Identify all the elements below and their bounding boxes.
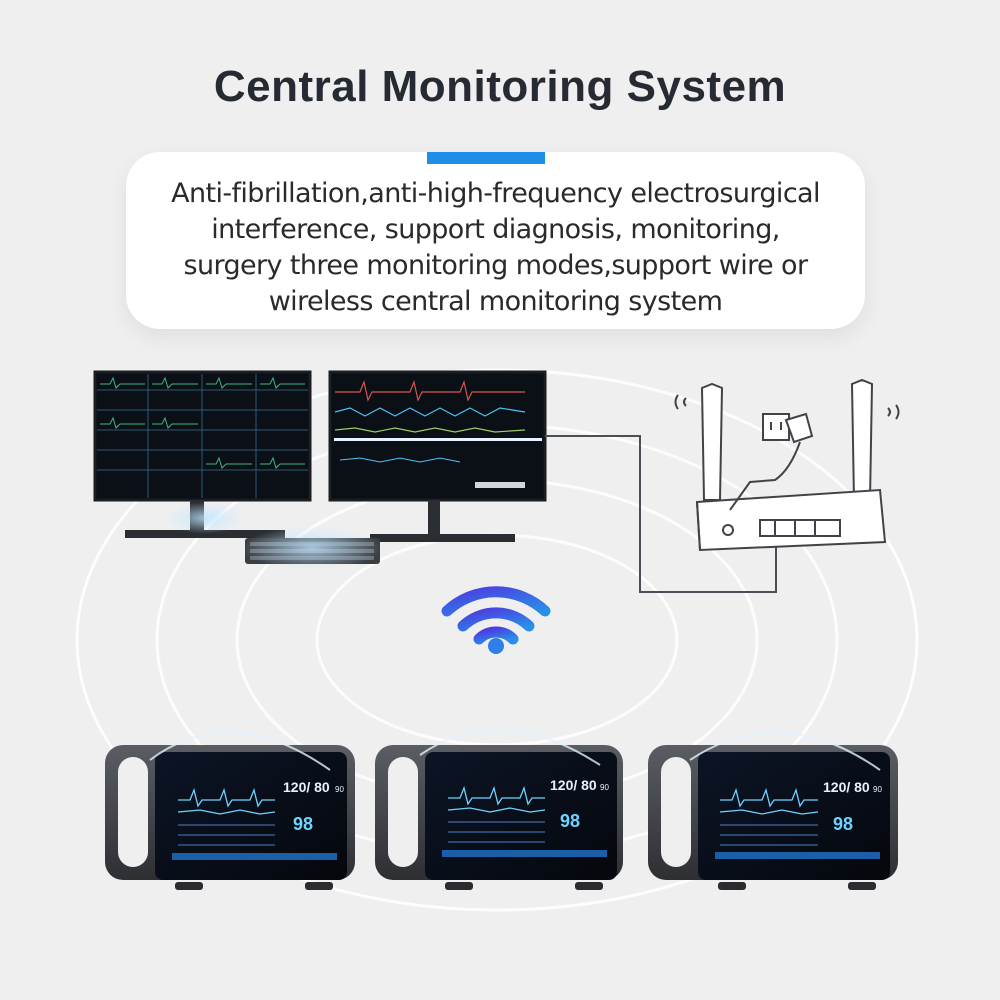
desktop-monitor-icon (328, 370, 547, 542)
patient-monitor-icon (375, 745, 623, 890)
blood-pressure-mean: 90 (873, 785, 882, 794)
description-line: wireless central monitoring system (268, 286, 723, 317)
network-cable (545, 435, 777, 593)
blood-pressure-value: 120/ 80 (550, 777, 597, 793)
spo2-value: 98 (833, 814, 853, 834)
description-text: Anti-fibrillation,anti-high-frequency el… (126, 176, 865, 320)
blood-pressure-value: 120/ 80 (283, 779, 330, 795)
spo2-value: 98 (560, 811, 580, 831)
router-icon (674, 378, 900, 552)
spo2-value: 98 (293, 814, 313, 834)
blood-pressure-mean: 90 (335, 785, 344, 794)
patient-monitor-icon (105, 745, 355, 890)
blood-pressure-value: 120/ 80 (823, 779, 870, 795)
description-line: surgery three monitoring modes,support w… (183, 250, 809, 281)
blood-pressure-mean: 90 (600, 783, 609, 792)
description-accent-bar (427, 152, 545, 164)
power-socket-icon (729, 412, 814, 511)
wifi-icon (441, 586, 551, 654)
description-line: interference, support diagnosis, monitor… (211, 214, 780, 245)
description-card (126, 152, 865, 329)
patient-monitor-icon (648, 745, 898, 890)
page-title: Central Monitoring System (213, 62, 787, 111)
description-line: Anti-fibrillation,anti-high-frequency el… (171, 178, 820, 209)
